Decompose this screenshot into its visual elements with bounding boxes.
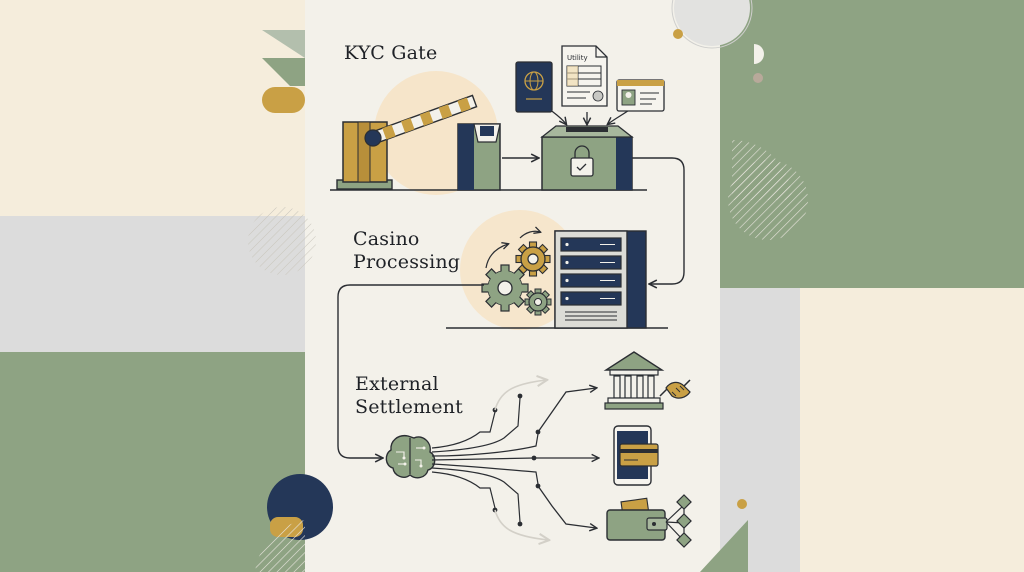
brain-router-icon bbox=[385, 434, 436, 479]
utility-bill-icon bbox=[561, 45, 608, 107]
blockchain-nodes-icon bbox=[665, 494, 692, 548]
kyc-gate-title: KYC Gate bbox=[344, 42, 438, 64]
phone-card-icon bbox=[613, 425, 659, 486]
passport-icon bbox=[515, 61, 553, 113]
route-to-wallet-arrow bbox=[537, 485, 596, 528]
boom-barrier-icon bbox=[336, 94, 478, 190]
external-settlement-title-line2: Settlement bbox=[355, 396, 463, 418]
wallet-icon bbox=[606, 497, 668, 541]
casino-to-settlement-connector bbox=[337, 284, 484, 458]
route-to-bank-arrow bbox=[537, 388, 596, 433]
casino-processing-title-line2: Processing bbox=[353, 251, 461, 273]
casino-processing-title-line1: Casino bbox=[353, 228, 420, 250]
bank-icon bbox=[603, 351, 665, 410]
handshake-icon bbox=[659, 379, 691, 399]
kyc-to-casino-connector bbox=[632, 157, 685, 284]
gears-icon bbox=[481, 231, 552, 316]
secure-lockbox-icon bbox=[540, 125, 634, 191]
server-rack-icon bbox=[554, 230, 647, 329]
kiosk-terminal-icon bbox=[457, 123, 501, 191]
routing-lines bbox=[431, 397, 539, 523]
utility-doc-label: Utility bbox=[567, 54, 588, 62]
external-settlement-title-line1: External bbox=[355, 373, 439, 395]
id-card-icon bbox=[616, 79, 665, 112]
